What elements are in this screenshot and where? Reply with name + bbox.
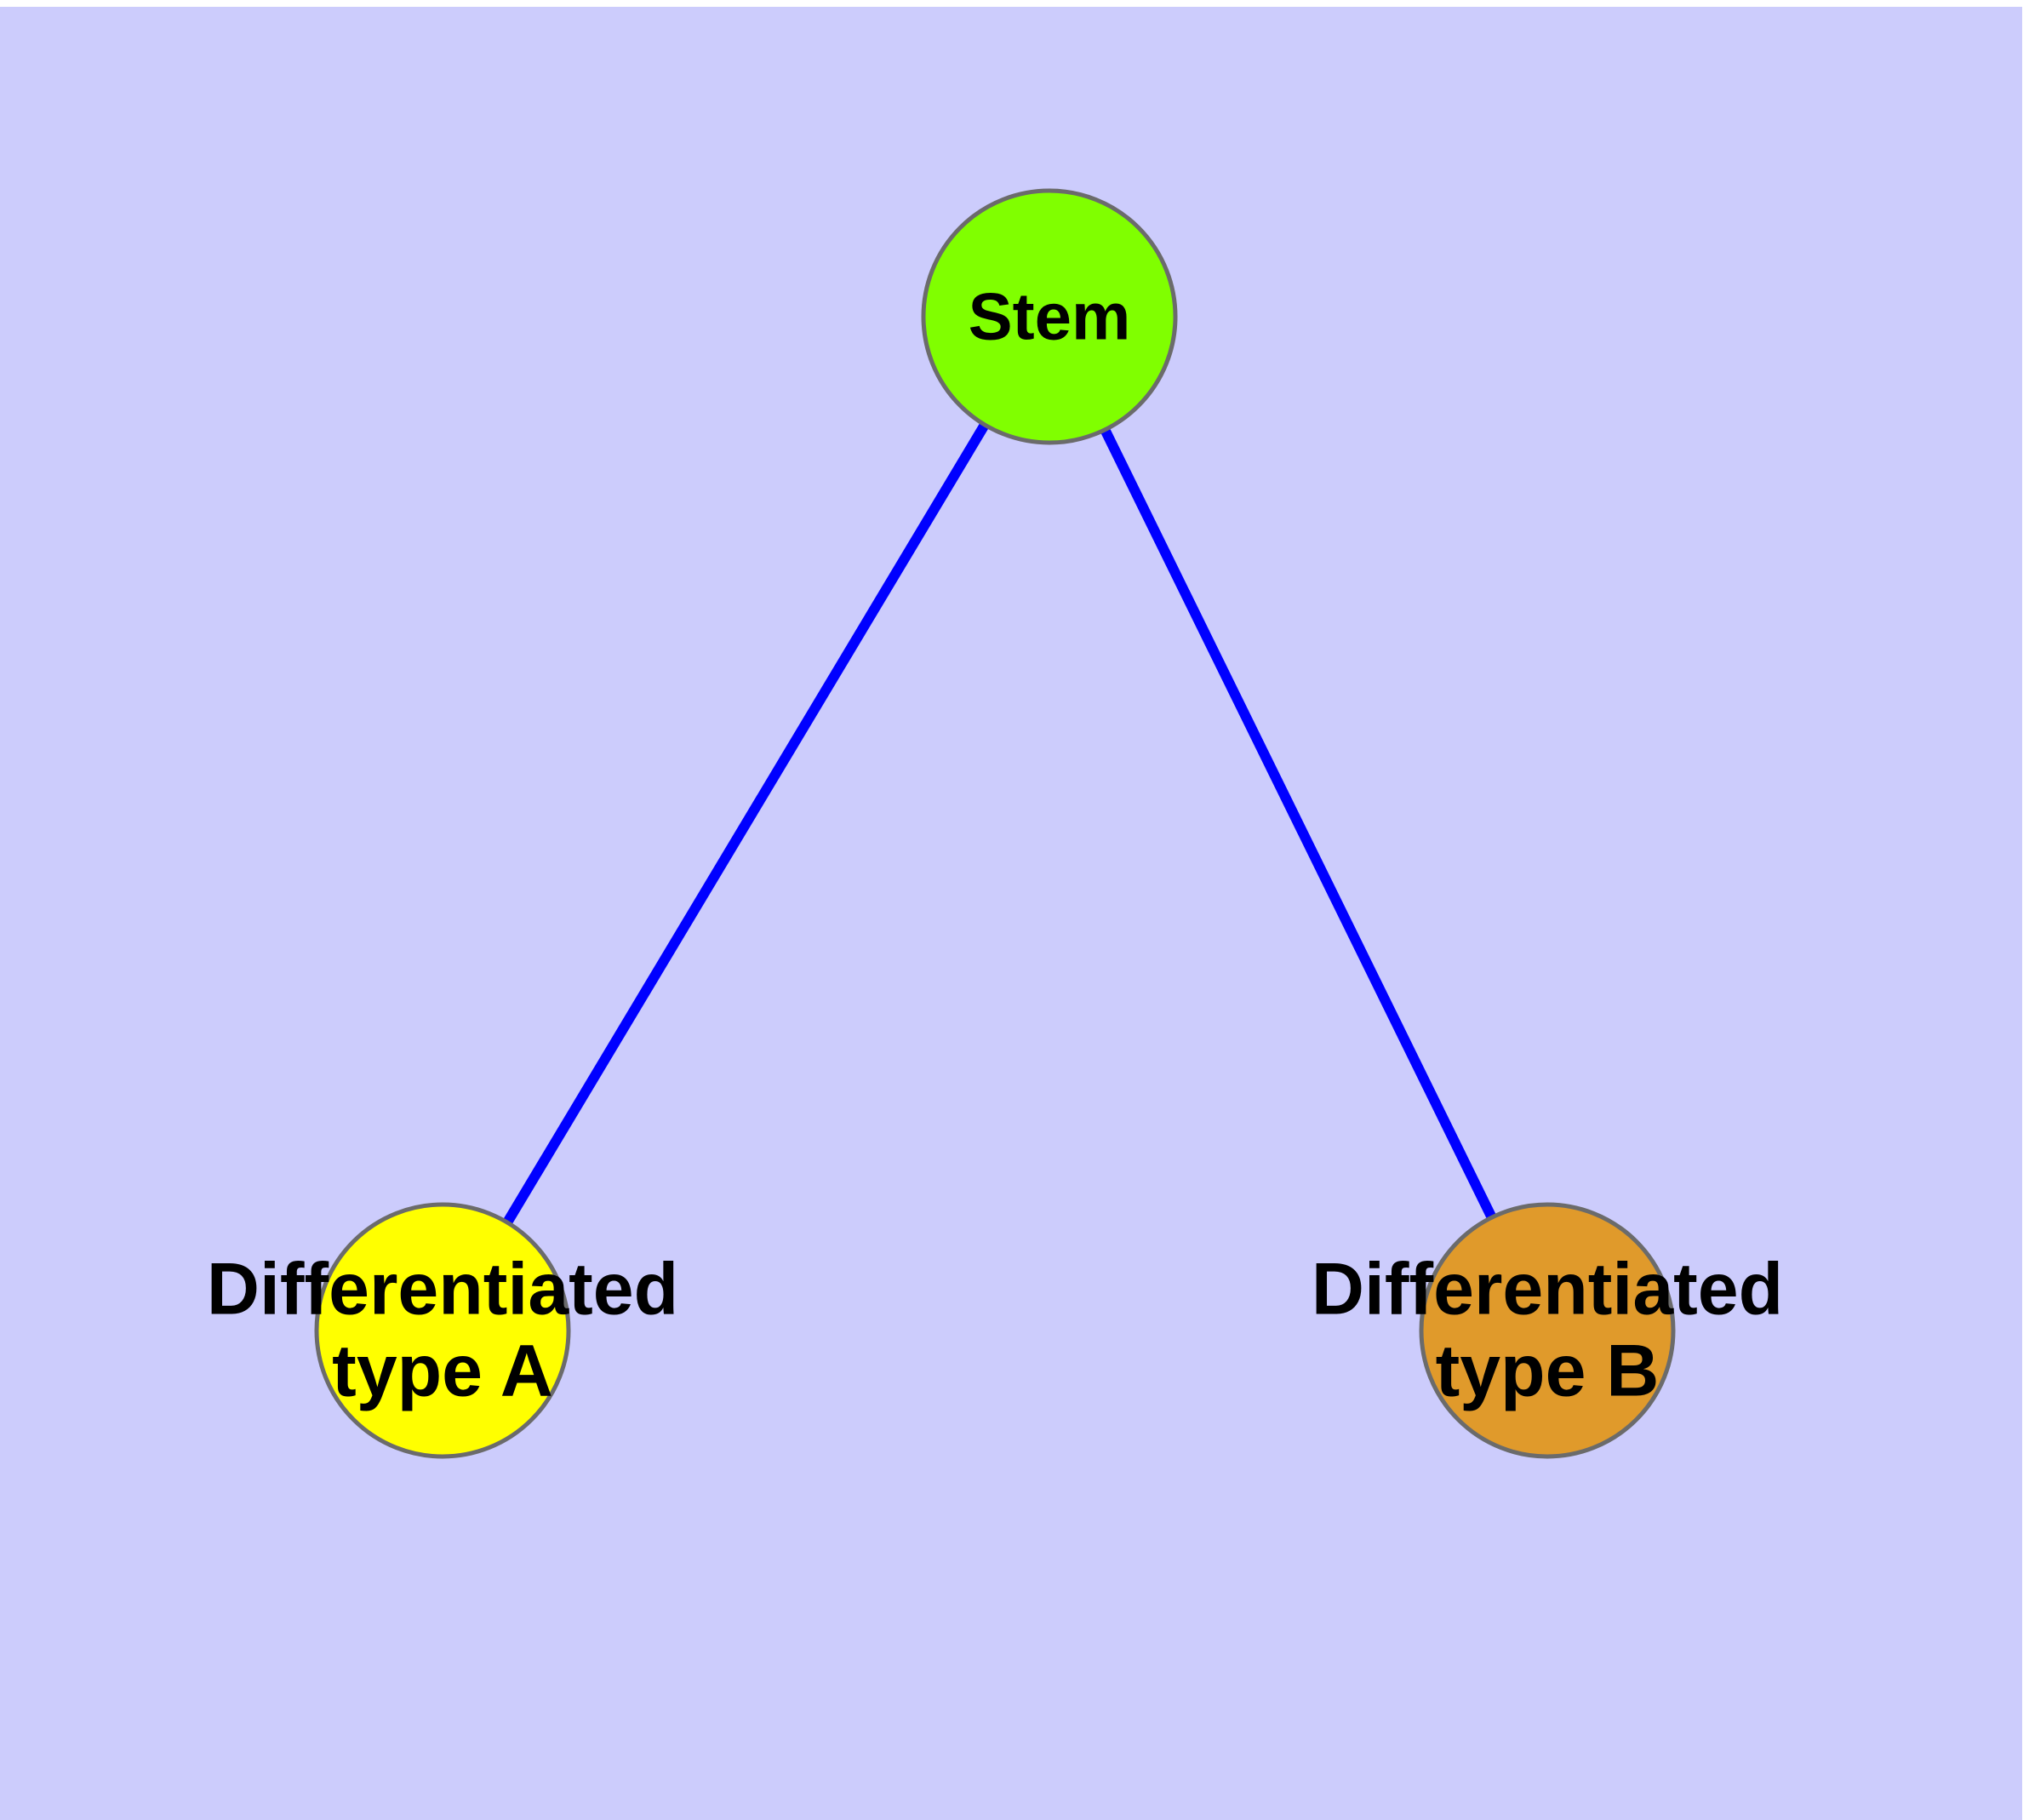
node-differentiated-type-a[interactable] xyxy=(314,1202,571,1459)
node-stem[interactable] xyxy=(921,188,1178,445)
node-layer xyxy=(314,188,1676,1459)
edge-layer xyxy=(437,313,1552,1334)
edge-stem-diff-a xyxy=(437,313,1055,1334)
edge-stem-diff-b xyxy=(1044,314,1552,1333)
node-differentiated-type-b[interactable] xyxy=(1419,1202,1676,1459)
